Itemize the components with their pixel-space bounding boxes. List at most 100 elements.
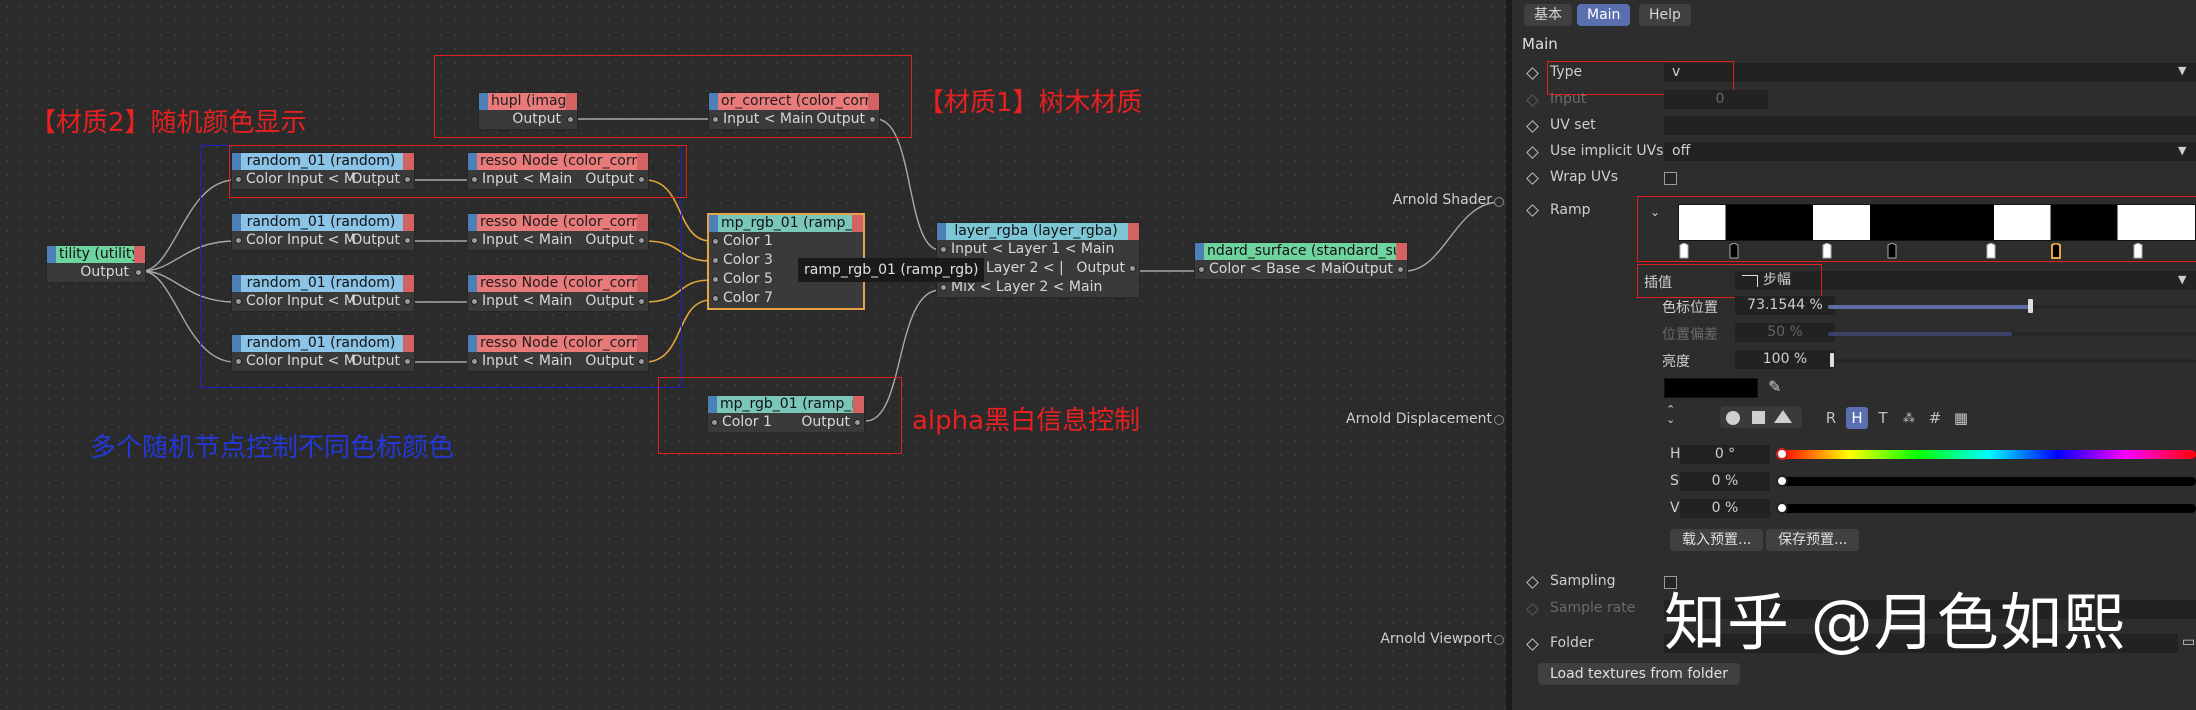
- keyframe-diamond-icon[interactable]: [1526, 204, 1539, 217]
- keyframe-diamond-icon[interactable]: [1526, 146, 1539, 159]
- type-dropdown[interactable]: v: [1664, 63, 2196, 82]
- standard-surface-node[interactable]: ndard_surface (standard_surfa Color < Ba…: [1194, 242, 1408, 280]
- folder-path-field[interactable]: [1664, 634, 2178, 653]
- swatches-grid-icon[interactable]: ▦: [1953, 409, 1969, 427]
- saturation-gradient-slider[interactable]: [1780, 477, 2196, 486]
- collapse-chevron-icon[interactable]: ⌄: [1650, 205, 1661, 219]
- slider-handle[interactable]: [2028, 299, 2033, 313]
- use-implicit-uvs-dropdown[interactable]: off: [1664, 142, 2196, 161]
- utility-node[interactable]: tility (utility Output: [46, 245, 146, 283]
- input-pin[interactable]: [711, 419, 718, 426]
- output-pin[interactable]: [1129, 265, 1136, 272]
- value-field[interactable]: 0 %: [1680, 499, 1770, 518]
- keyframe-diamond-icon[interactable]: [1526, 67, 1539, 80]
- keyframe-diamond-icon[interactable]: [1526, 172, 1539, 185]
- ramp-gradient[interactable]: [1678, 204, 2196, 241]
- keyframe-diamond-icon[interactable]: [1526, 603, 1539, 616]
- input-pin[interactable]: [940, 284, 947, 291]
- output-pin[interactable]: [135, 269, 142, 276]
- image-node[interactable]: hupl (image Output: [478, 92, 578, 130]
- hue-gradient-slider[interactable]: [1780, 450, 2196, 459]
- keyframe-diamond-icon[interactable]: [1526, 94, 1539, 107]
- input-pin[interactable]: [712, 276, 719, 283]
- rgb-mode-button[interactable]: R: [1825, 409, 1837, 427]
- square-icon[interactable]: [1752, 411, 1765, 424]
- position-bias-slider[interactable]: [1828, 332, 2196, 336]
- output-pin[interactable]: [404, 358, 411, 365]
- keyframe-diamond-icon[interactable]: [1526, 638, 1539, 651]
- load-textures-button[interactable]: Load textures from folder: [1538, 663, 1741, 685]
- mixer-icon[interactable]: ⁂: [1903, 411, 1915, 425]
- hue-slider-handle[interactable]: [1776, 448, 1788, 460]
- hue-field[interactable]: 0 °: [1680, 445, 1770, 464]
- eyedropper-icon[interactable]: ✎: [1768, 377, 1782, 396]
- saturation-field[interactable]: 0 %: [1680, 472, 1770, 491]
- input-pin[interactable]: [1198, 266, 1205, 273]
- uv-set-field[interactable]: [1664, 116, 2196, 135]
- value-gradient-slider[interactable]: [1780, 504, 2196, 513]
- arnold-shader-port[interactable]: [1494, 197, 1504, 207]
- hex-icon[interactable]: #: [1928, 409, 1942, 427]
- image-icon[interactable]: [1774, 410, 1792, 423]
- keyframe-diamond-icon[interactable]: [1526, 120, 1539, 133]
- sample-rate-field[interactable]: [1664, 600, 2196, 619]
- input-pin[interactable]: [471, 298, 478, 305]
- output-pin[interactable]: [404, 176, 411, 183]
- input-pin[interactable]: [471, 358, 478, 365]
- output-pin[interactable]: [638, 237, 645, 244]
- saturation-slider-handle[interactable]: [1776, 475, 1788, 487]
- input-pin[interactable]: [235, 358, 242, 365]
- input-pin[interactable]: [235, 298, 242, 305]
- output-pin[interactable]: [869, 116, 876, 123]
- knot-position-slider[interactable]: [1828, 305, 2196, 309]
- input-pin[interactable]: [235, 176, 242, 183]
- slider-handle[interactable]: [1830, 353, 1834, 367]
- input-pin[interactable]: [712, 295, 719, 302]
- save-preset-button[interactable]: 保存预置...: [1766, 529, 1860, 551]
- temperature-mode-button[interactable]: T: [1878, 409, 1888, 427]
- input-pin[interactable]: [712, 257, 719, 264]
- tab-main[interactable]: Main: [1577, 4, 1631, 26]
- output-pin[interactable]: [1397, 266, 1404, 273]
- input-pin[interactable]: [940, 246, 947, 253]
- expand-arrows-icon[interactable]: ⌃⌄: [1666, 403, 1676, 426]
- output-pin[interactable]: [638, 176, 645, 183]
- input-pin[interactable]: [235, 237, 242, 244]
- tab-help[interactable]: Help: [1639, 4, 1691, 26]
- wrap-uvs-checkbox[interactable]: [1664, 172, 1677, 185]
- output-pin[interactable]: [404, 237, 411, 244]
- brightness-field[interactable]: 100 %: [1735, 350, 1835, 369]
- output-pin[interactable]: [854, 419, 861, 426]
- output-pin[interactable]: [567, 116, 574, 123]
- arnold-viewport-port[interactable]: [1494, 635, 1504, 645]
- input-pin[interactable]: [712, 238, 719, 245]
- panel-divider[interactable]: [1506, 0, 1512, 710]
- input-pin[interactable]: [471, 176, 478, 183]
- output-pin[interactable]: [638, 358, 645, 365]
- tab-basic[interactable]: 基本: [1524, 4, 1572, 26]
- position-bias-field[interactable]: 50 %: [1735, 323, 1835, 342]
- output-pin[interactable]: [404, 298, 411, 305]
- input-field[interactable]: 0: [1664, 90, 1768, 109]
- node-editor-canvas[interactable]: tility (utility Output hupl (image Outpu…: [0, 0, 1506, 710]
- input-pin[interactable]: [712, 116, 719, 123]
- folder-icon[interactable]: ▭: [2182, 634, 2196, 650]
- arnold-displacement-port[interactable]: [1494, 415, 1504, 425]
- output-pin[interactable]: [638, 298, 645, 305]
- brightness-slider[interactable]: [1828, 359, 2196, 363]
- keyframe-diamond-icon[interactable]: [1526, 576, 1539, 589]
- knot-position-field[interactable]: 73.1544 %: [1735, 296, 1835, 315]
- load-preset-button[interactable]: 载入预置...: [1670, 529, 1764, 551]
- color-swatch[interactable]: [1664, 378, 1758, 398]
- input-pin[interactable]: [471, 237, 478, 244]
- ramp-knots[interactable]: [1678, 243, 2196, 261]
